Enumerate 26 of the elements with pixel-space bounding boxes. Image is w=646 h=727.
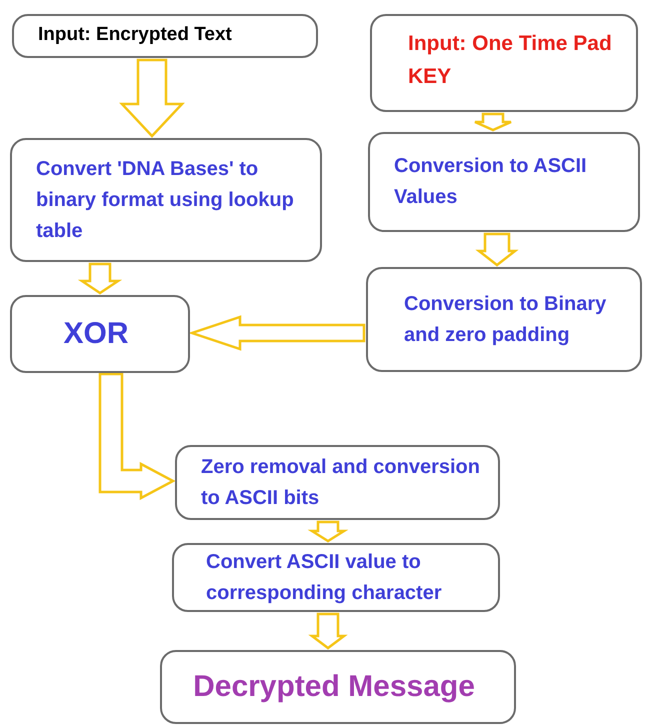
- process-box: [10, 295, 190, 373]
- block-arrow: [78, 262, 122, 294]
- process-box: [368, 132, 640, 232]
- block-arrow: [474, 112, 512, 132]
- block-arrow: [119, 58, 185, 138]
- process-box: [175, 445, 500, 520]
- block-arrow: [308, 612, 348, 650]
- process-box: [366, 267, 642, 372]
- box-text: Decrypted Message: [193, 668, 475, 705]
- box-text: Input: One Time Pad KEY: [408, 31, 613, 90]
- process-box: [10, 138, 322, 262]
- block-arrow: [308, 520, 348, 542]
- box-text: Zero removal and conversion to ASCII bits: [201, 454, 481, 510]
- process-box: [172, 543, 500, 612]
- block-arrow: [475, 232, 519, 267]
- process-box: [370, 14, 638, 112]
- block-arrow: [188, 315, 366, 351]
- process-box: [12, 14, 318, 58]
- box-text: Conversion to Binary and zero padding: [404, 292, 608, 348]
- box-text: Convert ASCII value to corresponding character: [206, 550, 443, 606]
- box-text: Conversion to ASCII Values: [394, 154, 588, 210]
- block-arrow: [98, 372, 176, 500]
- box-text: Convert 'DNA Bases' to binary format using lookup table: [36, 156, 295, 244]
- box-text: Input: Encrypted Text: [38, 23, 232, 47]
- process-box: [160, 650, 516, 724]
- box-text: XOR: [63, 316, 128, 352]
